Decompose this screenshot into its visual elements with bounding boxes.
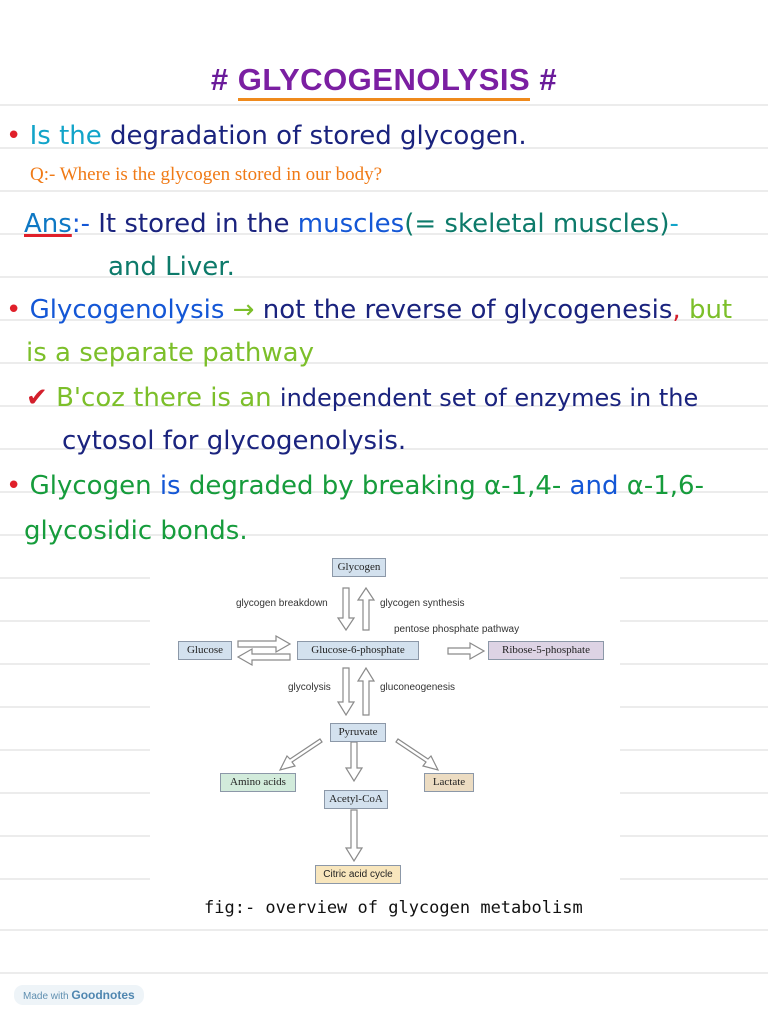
answer-muscles: muscles (297, 209, 405, 239)
node-pyruvate: Pyruvate (330, 723, 386, 742)
title-hash-right: # (539, 62, 558, 97)
node-glycogen: Glycogen (332, 558, 386, 577)
answer-line-2: and Liver. (108, 252, 235, 282)
bonds-alpha16: α-1,6- (626, 471, 704, 501)
pathway-comma: , (672, 295, 681, 325)
badge-brand: Goodnotes (71, 988, 135, 1002)
pathway-but: but (688, 295, 733, 325)
node-ribose-5-phosphate: Ribose-5-phosphate (488, 641, 604, 660)
answer-text: It stored in the (98, 209, 290, 239)
node-lactate: Lactate (424, 773, 474, 792)
bullet-marker: • (6, 121, 22, 151)
pathway-text: not the reverse of glycogenesis (262, 295, 673, 325)
label-glycolysis: glycolysis (288, 682, 331, 693)
question-text: Q:- Where is the glycogen stored in our … (30, 164, 383, 185)
label-glycogen-synthesis: glycogen synthesis (380, 598, 465, 609)
definition-text: degradation of stored glycogen. (110, 121, 527, 151)
node-glucose-6-phosphate: Glucose-6-phosphate (297, 641, 419, 660)
reason-lead: B'coz there is an (56, 383, 272, 413)
check-icon: ✔ (26, 383, 48, 413)
bullet-marker: • (6, 471, 22, 501)
arrow-icon: → (232, 295, 255, 325)
answer-skeletal: (= skeletal muscles) (404, 209, 670, 239)
node-amino-acids: Amino acids (220, 773, 296, 792)
answer-label: Ans (24, 209, 72, 239)
figure-caption: fig:- overview of glycogen metabolism (204, 898, 583, 918)
label-gluconeogenesis: gluconeogenesis (380, 682, 456, 693)
reason-line-2: cytosol for glycogenolysis. (62, 426, 407, 456)
pathway-term: Glycogenolysis (29, 295, 225, 325)
answer-line: Ans:- It stored in the muscles(= skeleta… (24, 208, 679, 240)
pathway-line-2: is a separate pathway (26, 338, 314, 368)
page-title: # GLYCOGENOLYSIS # (0, 62, 768, 101)
badge-prefix: Made with (23, 991, 69, 1002)
definition-lead: Is the (29, 121, 102, 151)
bullet-marker: • (6, 295, 22, 325)
bonds-glycogen: Glycogen (29, 471, 152, 501)
node-glucose: Glucose (178, 641, 232, 660)
node-citric-acid-cycle: Citric acid cycle (315, 865, 401, 884)
answer-dash: - (669, 209, 679, 239)
node-acetyl-coa: Acetyl-CoA (324, 790, 388, 809)
title-word: GLYCOGENOLYSIS (237, 62, 531, 101)
definition-line: • Is the degradation of stored glycogen. (6, 120, 527, 152)
metabolism-diagram: Glycogen Glucose Glucose-6-phosphate Rib… (150, 550, 620, 895)
answer-separator: :- (71, 209, 90, 239)
label-pentose-phosphate-pathway: pentose phosphate pathway (394, 624, 520, 635)
diagram-arrows (236, 586, 486, 863)
bonds-text: degraded by breaking α-1,4- (188, 471, 562, 501)
bonds-line: • Glycogen is degraded by breaking α-1,4… (6, 470, 704, 502)
bonds-is: is (159, 471, 181, 501)
label-glycogen-breakdown: glycogen breakdown (236, 598, 328, 609)
pathway-line: • Glycogenolysis → not the reverse of gl… (6, 294, 732, 326)
bonds-and: and (569, 471, 619, 501)
title-hash-left: # (210, 62, 229, 97)
goodnotes-badge[interactable]: Made with Goodnotes (14, 985, 144, 1005)
reason-line: ✔ B'coz there is an independent set of e… (26, 382, 698, 414)
reason-text: independent set of enzymes in the (279, 384, 699, 412)
bonds-line-2: glycosidic bonds. (24, 516, 248, 546)
